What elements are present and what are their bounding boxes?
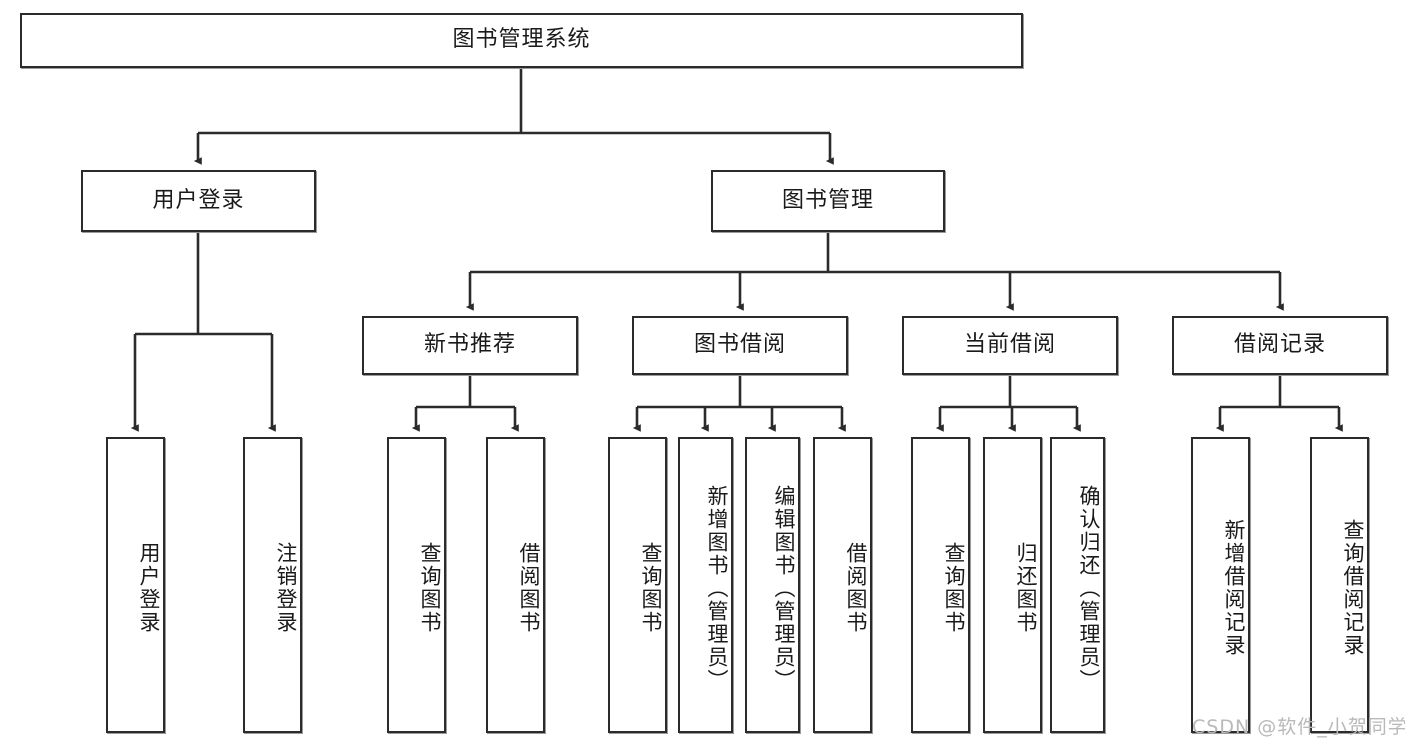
node-user-login[interactable]: 用户登录 <box>81 170 316 232</box>
node-book-manage[interactable]: 图书管理 <box>711 170 945 232</box>
node-leaf-add-book-label: 新增图书（管理员） <box>705 484 729 692</box>
edge-group-current-borrow <box>935 375 1081 432</box>
node-leaf-borrow-book-1-label: 借阅图书 <box>517 542 541 634</box>
node-leaf-add-record[interactable]: 新增借阅记录 <box>1191 437 1250 733</box>
node-leaf-user-login-label: 用户登录 <box>137 542 161 634</box>
node-leaf-query-book-1-label: 查询图书 <box>418 542 442 634</box>
node-root-label: 图书管理系统 <box>452 27 591 53</box>
node-leaf-borrow-book-2-label: 借阅图书 <box>844 542 868 634</box>
node-leaf-query-book-2-label: 查询图书 <box>639 542 663 634</box>
node-current-borrow[interactable]: 当前借阅 <box>902 316 1118 375</box>
node-book-borrow[interactable]: 图书借阅 <box>632 316 848 375</box>
node-borrow-record-label: 借阅记录 <box>1233 332 1326 358</box>
node-leaf-edit-book[interactable]: 编辑图书（管理员） <box>745 437 800 733</box>
node-leaf-edit-book-label: 编辑图书（管理员） <box>772 484 796 692</box>
node-leaf-add-record-label: 新增借阅记录 <box>1222 519 1246 657</box>
node-book-borrow-label: 图书借阅 <box>693 332 786 358</box>
node-new-book-recommend[interactable]: 新书推荐 <box>362 316 578 375</box>
node-root[interactable]: 图书管理系统 <box>20 13 1023 68</box>
edge-group-root <box>193 68 834 165</box>
node-leaf-return-book[interactable]: 归还图书 <box>983 437 1042 733</box>
edge-group-borrow-record <box>1215 375 1343 432</box>
node-leaf-add-book[interactable]: 新增图书（管理员） <box>678 437 733 733</box>
node-leaf-query-record[interactable]: 查询借阅记录 <box>1310 437 1369 733</box>
node-leaf-query-book-2[interactable]: 查询图书 <box>608 437 667 733</box>
node-current-borrow-label: 当前借阅 <box>963 332 1056 358</box>
node-book-manage-label: 图书管理 <box>781 187 874 213</box>
node-leaf-confirm-return-label: 确认归还（管理员） <box>1077 484 1101 692</box>
edge-group-book-manage <box>465 232 1284 311</box>
node-new-book-recommend-label: 新书推荐 <box>423 332 516 358</box>
node-leaf-borrow-book-1[interactable]: 借阅图书 <box>486 437 545 733</box>
node-leaf-query-book-1[interactable]: 查询图书 <box>387 437 446 733</box>
node-leaf-query-book-3-label: 查询图书 <box>942 542 966 634</box>
node-leaf-borrow-book-2[interactable]: 借阅图书 <box>813 437 872 733</box>
node-leaf-query-book-3[interactable]: 查询图书 <box>911 437 970 733</box>
node-leaf-user-login[interactable]: 用户登录 <box>106 437 165 733</box>
node-borrow-record[interactable]: 借阅记录 <box>1172 316 1388 375</box>
node-leaf-return-book-label: 归还图书 <box>1014 542 1038 634</box>
node-leaf-query-record-label: 查询借阅记录 <box>1341 519 1365 657</box>
node-leaf-logout[interactable]: 注销登录 <box>243 437 302 733</box>
node-leaf-logout-label: 注销登录 <box>274 542 298 634</box>
edge-group-book-borrow <box>632 375 846 432</box>
node-user-login-label: 用户登录 <box>152 187 245 213</box>
edge-group-new-book-recommend <box>411 375 519 432</box>
node-leaf-confirm-return[interactable]: 确认归还（管理员） <box>1050 437 1105 733</box>
edge-group-user-login <box>130 232 276 432</box>
